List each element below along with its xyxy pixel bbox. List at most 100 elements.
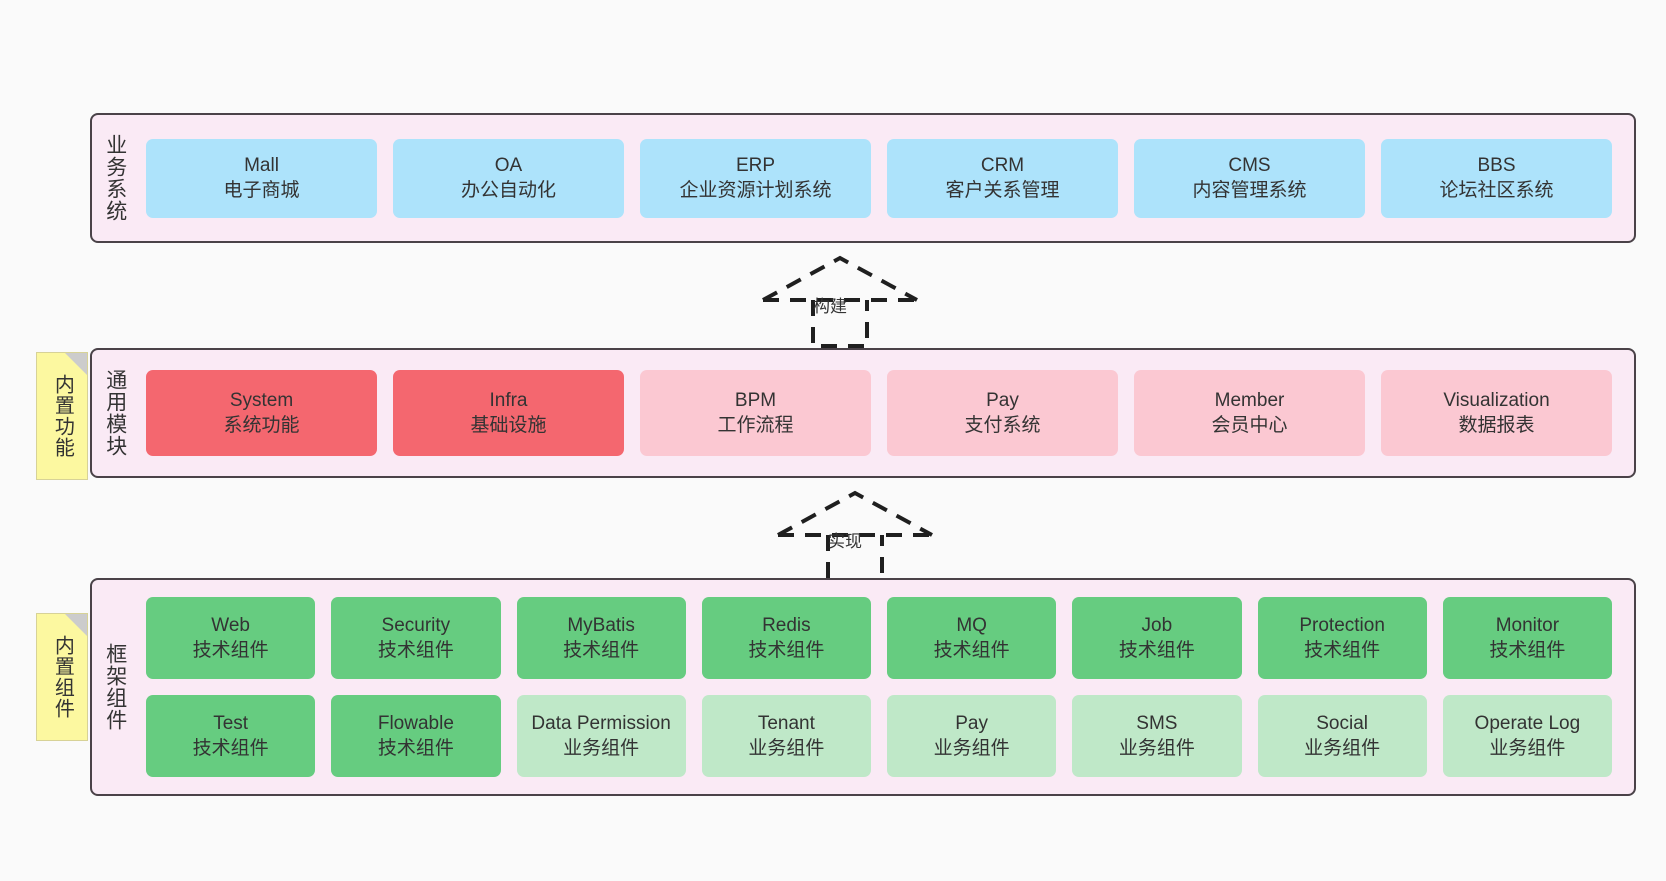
card-operate-log[interactable]: Operate Log 业务组件 <box>1442 695 1612 777</box>
card-flowable-sub: 技术组件 <box>377 738 454 759</box>
card-member-name: Member <box>1214 389 1285 411</box>
card-pay-module-name: Pay <box>986 389 1019 411</box>
card-oa-name: OA <box>494 154 523 176</box>
card-mq-name: MQ <box>956 614 987 636</box>
card-pay-component-sub: 业务组件 <box>933 738 1010 759</box>
card-crm[interactable]: CRM 客户关系管理 <box>887 138 1118 218</box>
card-data-permission-name: Data Permission <box>531 712 671 734</box>
card-cms-sub: 内容管理系统 <box>1192 180 1307 201</box>
card-row-business: Mall 电子商城 OA 办公自动化 ERP 企业资源计划系统 CRM 客户关系… <box>146 138 1612 218</box>
card-pay-component[interactable]: Pay 业务组件 <box>887 695 1057 777</box>
card-web-sub: 技术组件 <box>192 640 269 661</box>
card-mybatis-name: MyBatis <box>567 614 635 636</box>
connector-build: 构建 <box>745 248 935 348</box>
card-redis[interactable]: Redis 技术组件 <box>701 597 871 679</box>
card-social-sub: 业务组件 <box>1304 738 1381 759</box>
card-tenant[interactable]: Tenant 业务组件 <box>701 695 871 777</box>
note-builtin-functions-label: 内置功能 <box>51 374 74 458</box>
layer-business-systems: 业务系统 Mall 电子商城 OA 办公自动化 ERP 企业资源计划系统 CRM… <box>90 113 1636 243</box>
card-system-sub: 系统功能 <box>223 415 300 436</box>
connector-implement-label: 实现 <box>828 532 862 551</box>
card-mq[interactable]: MQ 技术组件 <box>887 597 1057 679</box>
card-member[interactable]: Member 会员中心 <box>1134 370 1365 456</box>
card-system[interactable]: System 系统功能 <box>146 370 377 456</box>
card-sms[interactable]: SMS 业务组件 <box>1072 695 1242 777</box>
card-web-name: Web <box>211 614 250 636</box>
card-bpm[interactable]: BPM 工作流程 <box>640 370 871 456</box>
card-monitor-sub: 技术组件 <box>1489 640 1566 661</box>
card-security-name: Security <box>381 614 451 636</box>
layer-body-business: Mall 电子商城 OA 办公自动化 ERP 企业资源计划系统 CRM 客户关系… <box>138 115 1634 241</box>
card-flowable[interactable]: Flowable 技术组件 <box>331 695 501 777</box>
card-social[interactable]: Social 业务组件 <box>1257 695 1427 777</box>
card-operate-log-sub: 业务组件 <box>1489 738 1566 759</box>
card-crm-name: CRM <box>980 154 1025 176</box>
card-bbs[interactable]: BBS 论坛社区系统 <box>1381 138 1612 218</box>
card-tenant-sub: 业务组件 <box>748 738 825 759</box>
note-builtin-functions: 内置功能 <box>36 352 88 480</box>
card-protection[interactable]: Protection 技术组件 <box>1257 597 1427 679</box>
card-infra-name: Infra <box>489 389 528 411</box>
card-mybatis[interactable]: MyBatis 技术组件 <box>516 597 686 679</box>
card-row-framework-tech: Web 技术组件 Security 技术组件 MyBatis 技术组件 Redi… <box>146 597 1612 679</box>
card-visualization-sub: 数据报表 <box>1458 415 1535 436</box>
layer-common-modules: 通用模块 System 系统功能 Infra 基础设施 BPM 工作流程 Pay… <box>90 348 1636 478</box>
card-infra-sub: 基础设施 <box>470 415 547 436</box>
card-security[interactable]: Security 技术组件 <box>331 597 501 679</box>
card-oa[interactable]: OA 办公自动化 <box>393 138 624 218</box>
layer-title-business: 业务系统 <box>103 134 127 222</box>
card-mall[interactable]: Mall 电子商城 <box>146 138 377 218</box>
card-protection-name: Protection <box>1299 614 1385 636</box>
card-row-framework-business: Test 技术组件 Flowable 技术组件 Data Permission … <box>146 695 1612 777</box>
card-erp-name: ERP <box>735 154 776 176</box>
card-tenant-name: Tenant <box>757 712 815 734</box>
card-system-name: System <box>229 389 294 411</box>
card-erp-sub: 企业资源计划系统 <box>679 180 832 201</box>
card-web[interactable]: Web 技术组件 <box>146 597 316 679</box>
card-test-name: Test <box>213 712 249 734</box>
card-pay-component-name: Pay <box>955 712 988 734</box>
card-data-permission-sub: 业务组件 <box>563 738 640 759</box>
card-redis-sub: 技术组件 <box>748 640 825 661</box>
card-job[interactable]: Job 技术组件 <box>1072 597 1242 679</box>
card-crm-sub: 客户关系管理 <box>945 180 1060 201</box>
card-test-sub: 技术组件 <box>192 738 269 759</box>
card-test[interactable]: Test 技术组件 <box>146 695 316 777</box>
layer-body-modules: System 系统功能 Infra 基础设施 BPM 工作流程 Pay 支付系统… <box>138 350 1634 476</box>
note-builtin-components: 内置组件 <box>36 613 88 741</box>
card-visualization[interactable]: Visualization 数据报表 <box>1381 370 1612 456</box>
card-cms[interactable]: CMS 内容管理系统 <box>1134 138 1365 218</box>
card-mall-name: Mall <box>244 154 279 176</box>
connector-build-label: 构建 <box>813 297 847 316</box>
connector-implement-shape <box>777 490 933 583</box>
card-cms-name: CMS <box>1228 154 1271 176</box>
card-flowable-name: Flowable <box>377 712 454 734</box>
card-job-sub: 技术组件 <box>1118 640 1195 661</box>
card-visualization-name: Visualization <box>1443 389 1550 411</box>
card-security-sub: 技术组件 <box>377 640 454 661</box>
card-sms-sub: 业务组件 <box>1118 738 1195 759</box>
card-mybatis-sub: 技术组件 <box>563 640 640 661</box>
card-operate-log-name: Operate Log <box>1474 712 1581 734</box>
card-data-permission[interactable]: Data Permission 业务组件 <box>516 695 686 777</box>
card-social-name: Social <box>1316 712 1368 734</box>
layer-title-modules: 通用模块 <box>103 369 127 457</box>
card-mall-sub: 电子商城 <box>223 180 300 201</box>
card-bpm-sub: 工作流程 <box>717 415 794 436</box>
card-row-modules: System 系统功能 Infra 基础设施 BPM 工作流程 Pay 支付系统… <box>146 370 1612 456</box>
card-bpm-name: BPM <box>734 389 777 411</box>
card-erp[interactable]: ERP 企业资源计划系统 <box>640 138 871 218</box>
card-monitor[interactable]: Monitor 技术组件 <box>1442 597 1612 679</box>
card-mq-sub: 技术组件 <box>933 640 1010 661</box>
layer-title-framework: 框架组件 <box>103 643 127 731</box>
card-pay-module[interactable]: Pay 支付系统 <box>887 370 1118 456</box>
card-oa-sub: 办公自动化 <box>460 180 556 201</box>
card-infra[interactable]: Infra 基础设施 <box>393 370 624 456</box>
card-member-sub: 会员中心 <box>1211 415 1288 436</box>
layer-body-framework: Web 技术组件 Security 技术组件 MyBatis 技术组件 Redi… <box>138 580 1634 794</box>
note-builtin-components-label: 内置组件 <box>51 635 74 719</box>
card-pay-module-sub: 支付系统 <box>964 415 1041 436</box>
card-redis-name: Redis <box>762 614 811 636</box>
card-bbs-name: BBS <box>1477 154 1516 176</box>
card-job-name: Job <box>1141 614 1173 636</box>
